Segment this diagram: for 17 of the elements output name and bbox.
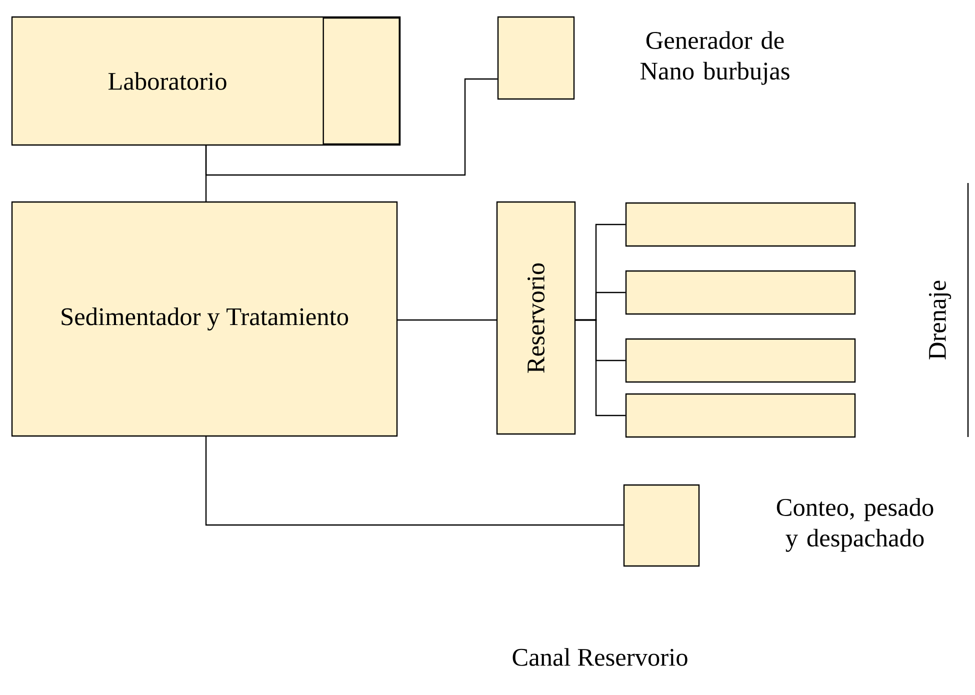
connector-line bbox=[397, 319, 497, 321]
connector-line bbox=[205, 78, 498, 176]
process-box: Reservorio bbox=[496, 201, 576, 435]
connector-line bbox=[205, 436, 624, 526]
caption-text: Conteo, pesado y despachado bbox=[776, 498, 934, 552]
process-box: Sedimentador y Tratamiento bbox=[11, 201, 398, 437]
box bbox=[497, 16, 575, 100]
box bbox=[625, 202, 856, 247]
box bbox=[625, 338, 856, 383]
caption-text: Generador de Nano burbujas bbox=[640, 31, 790, 85]
connector-line bbox=[575, 319, 626, 416]
box bbox=[625, 270, 856, 315]
label-text: Drenaje bbox=[928, 280, 952, 360]
box-section bbox=[322, 17, 400, 145]
label-text: Canal Reservorio bbox=[512, 648, 688, 666]
box bbox=[625, 393, 856, 438]
box bbox=[623, 484, 700, 567]
